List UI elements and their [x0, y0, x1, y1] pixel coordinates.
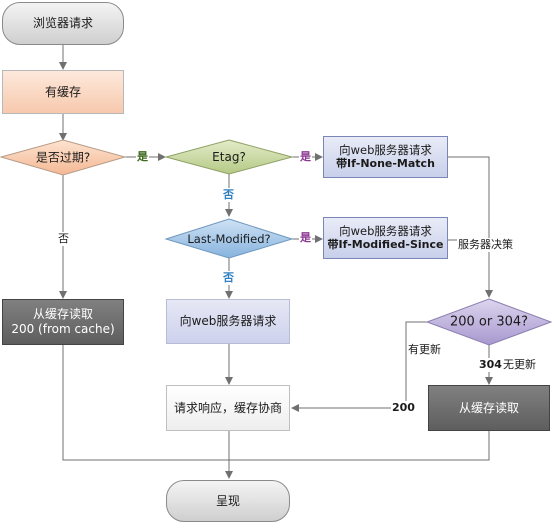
- edge-readcache-to-present: [62, 345, 229, 461]
- has-update-label: 有更新: [407, 343, 442, 357]
- expired-no-label: 否: [57, 232, 70, 246]
- status-question-label: 200 or 304?: [449, 314, 529, 330]
- read-cache-right-label: 从缓存读取: [458, 400, 519, 415]
- request-server-node: 向web服务器请求: [166, 299, 290, 344]
- has-cache-label: 有缓存: [44, 84, 81, 99]
- read-cache-left-node: 从缓存读取 200 (from cache): [2, 299, 124, 345]
- no-update-label: 无更新: [502, 358, 537, 372]
- expired-question-label: 是否过期?: [35, 150, 91, 165]
- lastmod-question-label: Last-Modified?: [187, 232, 271, 246]
- present-label: 呈现: [215, 493, 240, 508]
- code-200-label: 200: [391, 401, 416, 415]
- status-decision-diamond: [425, 298, 553, 346]
- if-none-match-line1: 向web服务器请求: [339, 142, 432, 157]
- etag-no-label: 否: [222, 188, 235, 202]
- read-cache-right-node: 从缓存读取: [428, 385, 550, 431]
- browser-request-label: 浏览器请求: [32, 16, 93, 30]
- response-negotiate-label: 请求响应，缓存协商: [173, 400, 282, 415]
- response-negotiate-node: 请求响应，缓存协商: [166, 385, 290, 431]
- if-none-match-line2: 带If-None-Match: [336, 157, 435, 171]
- etag-question-label: Etag?: [212, 150, 246, 164]
- if-modified-since-line1: 向web服务器请求: [339, 223, 432, 238]
- read-cache-left-line1: 从缓存读取: [32, 307, 93, 321]
- edge-ifnonematch-to-decision: [448, 156, 493, 298]
- browser-request-node: 浏览器请求: [2, 2, 124, 45]
- if-modified-since-node: 向web服务器请求 带If-Modified-Since: [323, 217, 448, 259]
- expired-yes-label: 是: [136, 150, 149, 164]
- etag-yes-label: 是: [299, 150, 312, 164]
- has-cache-node: 有缓存: [2, 70, 124, 114]
- etag-decision-diamond: [164, 139, 294, 175]
- lastmod-yes-label: 是: [299, 231, 312, 245]
- edge-decision-200-to-response: [291, 321, 428, 412]
- if-none-match-node: 向web服务器请求 带If-None-Match: [323, 136, 448, 178]
- code-304-label: 304: [478, 358, 503, 372]
- lastmod-decision-diamond: [164, 218, 294, 259]
- edge-rightcache-to-present: [229, 431, 490, 461]
- server-decides-label: 服务器决策: [457, 238, 514, 252]
- expired-decision-diamond: [0, 139, 127, 176]
- read-cache-left-line2: 200 (from cache): [11, 322, 115, 336]
- present-node: 呈现: [166, 480, 290, 522]
- lastmod-no-label: 否: [222, 271, 235, 285]
- request-server-label: 向web服务器请求: [179, 314, 277, 328]
- if-modified-since-line2: 带If-Modified-Since: [327, 238, 444, 252]
